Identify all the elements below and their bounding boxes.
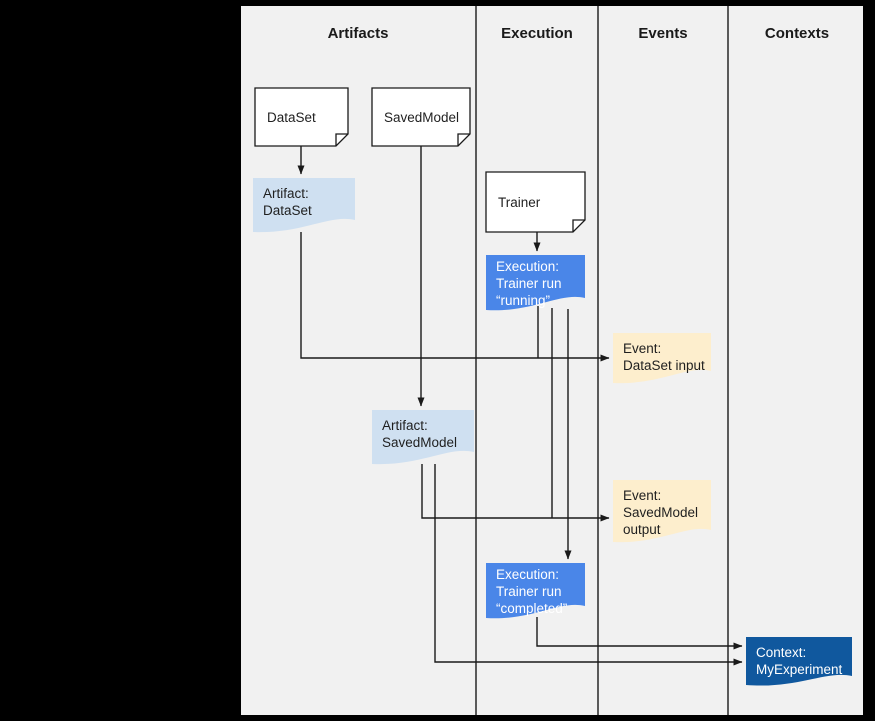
node-event-dataset-input-note[interactable]: Event: DataSet input bbox=[613, 333, 711, 384]
savedmodel-document-fold-icon bbox=[457, 133, 470, 146]
event-dataset-input-note-line-2: DataSet input bbox=[623, 358, 705, 373]
node-execution-running-note[interactable]: Execution: Trainer run “running” bbox=[486, 255, 585, 311]
execution-completed-note-shape bbox=[486, 563, 585, 619]
connector-artifact-savedmodel-to-context bbox=[434, 464, 743, 666]
dataset-document-label: DataSet bbox=[267, 110, 316, 125]
lane-title-execution: Execution bbox=[501, 25, 573, 42]
trainer-document-shape bbox=[485, 171, 586, 233]
artifact-dataset-note-line-1: Artifact: bbox=[263, 186, 309, 201]
context-myexperiment-note-shape bbox=[746, 637, 852, 686]
lane-title-events: Events bbox=[638, 25, 687, 42]
artifact-savedmodel-note-line-2: SavedModel bbox=[382, 435, 457, 450]
trainer-document-fold-icon bbox=[572, 219, 585, 232]
savedmodel-document-shape bbox=[371, 87, 471, 147]
artifact-dataset-note-shape bbox=[253, 178, 355, 233]
lane-dividers bbox=[475, 6, 729, 715]
connectors bbox=[297, 146, 743, 666]
node-savedmodel-document[interactable]: SavedModel bbox=[371, 87, 471, 147]
dataset-document-shape bbox=[254, 87, 349, 147]
lane-title-artifacts: Artifacts bbox=[328, 25, 389, 42]
event-dataset-input-note-shape bbox=[613, 333, 711, 384]
execution-running-note-line-1: Execution: bbox=[496, 259, 559, 274]
node-dataset-document[interactable]: DataSet bbox=[254, 87, 349, 147]
event-dataset-input-note-line-1: Event: bbox=[623, 341, 661, 356]
connector-execution-completed-to-context bbox=[536, 617, 743, 650]
node-trainer-document[interactable]: Trainer bbox=[485, 171, 586, 233]
execution-running-note-line-2: Trainer run bbox=[496, 276, 562, 291]
execution-running-note-line-3: “running” bbox=[496, 293, 550, 308]
connector-artifact-dataset-to-event-dataset-input bbox=[300, 232, 610, 362]
node-artifact-dataset-note[interactable]: Artifact: DataSet bbox=[253, 178, 355, 233]
node-execution-completed-note[interactable]: Execution: Trainer run “completed” bbox=[486, 563, 585, 619]
node-context-myexperiment-note[interactable]: Context: MyExperiment bbox=[746, 637, 852, 686]
savedmodel-document-label: SavedModel bbox=[384, 110, 459, 125]
context-myexperiment-note-line-1: Context: bbox=[756, 645, 806, 660]
node-artifact-savedmodel-note[interactable]: Artifact: SavedModel bbox=[372, 410, 474, 465]
node-event-savedmodel-output-note[interactable]: Event: SavedModel output bbox=[613, 480, 711, 543]
event-savedmodel-output-note-line-2: SavedModel bbox=[623, 505, 698, 520]
event-savedmodel-output-note-line-1: Event: bbox=[623, 488, 661, 503]
metadata-swimlane-diagram: Artifacts Execution Events Contexts bbox=[241, 6, 863, 715]
event-savedmodel-output-note-shape bbox=[613, 480, 711, 543]
dataset-document-fold-icon bbox=[335, 133, 348, 146]
artifact-savedmodel-note-line-1: Artifact: bbox=[382, 418, 428, 433]
context-myexperiment-note-line-2: MyExperiment bbox=[756, 662, 843, 677]
diagram-svg: Artifacts Execution Events Contexts bbox=[241, 6, 863, 715]
execution-completed-note-line-3: “completed” bbox=[496, 601, 567, 616]
artifact-dataset-note-line-2: DataSet bbox=[263, 203, 312, 218]
lane-titles: Artifacts Execution Events Contexts bbox=[328, 25, 830, 42]
artifact-savedmodel-note-shape bbox=[372, 410, 474, 465]
event-savedmodel-output-note-line-3: output bbox=[623, 522, 661, 537]
execution-completed-note-line-2: Trainer run bbox=[496, 584, 562, 599]
connector-artifact-savedmodel-to-event-savedmodel-output bbox=[421, 464, 610, 522]
execution-running-note-shape bbox=[486, 255, 585, 311]
trainer-document-label: Trainer bbox=[498, 195, 541, 210]
lane-title-contexts: Contexts bbox=[765, 25, 829, 42]
execution-completed-note-line-1: Execution: bbox=[496, 567, 559, 582]
